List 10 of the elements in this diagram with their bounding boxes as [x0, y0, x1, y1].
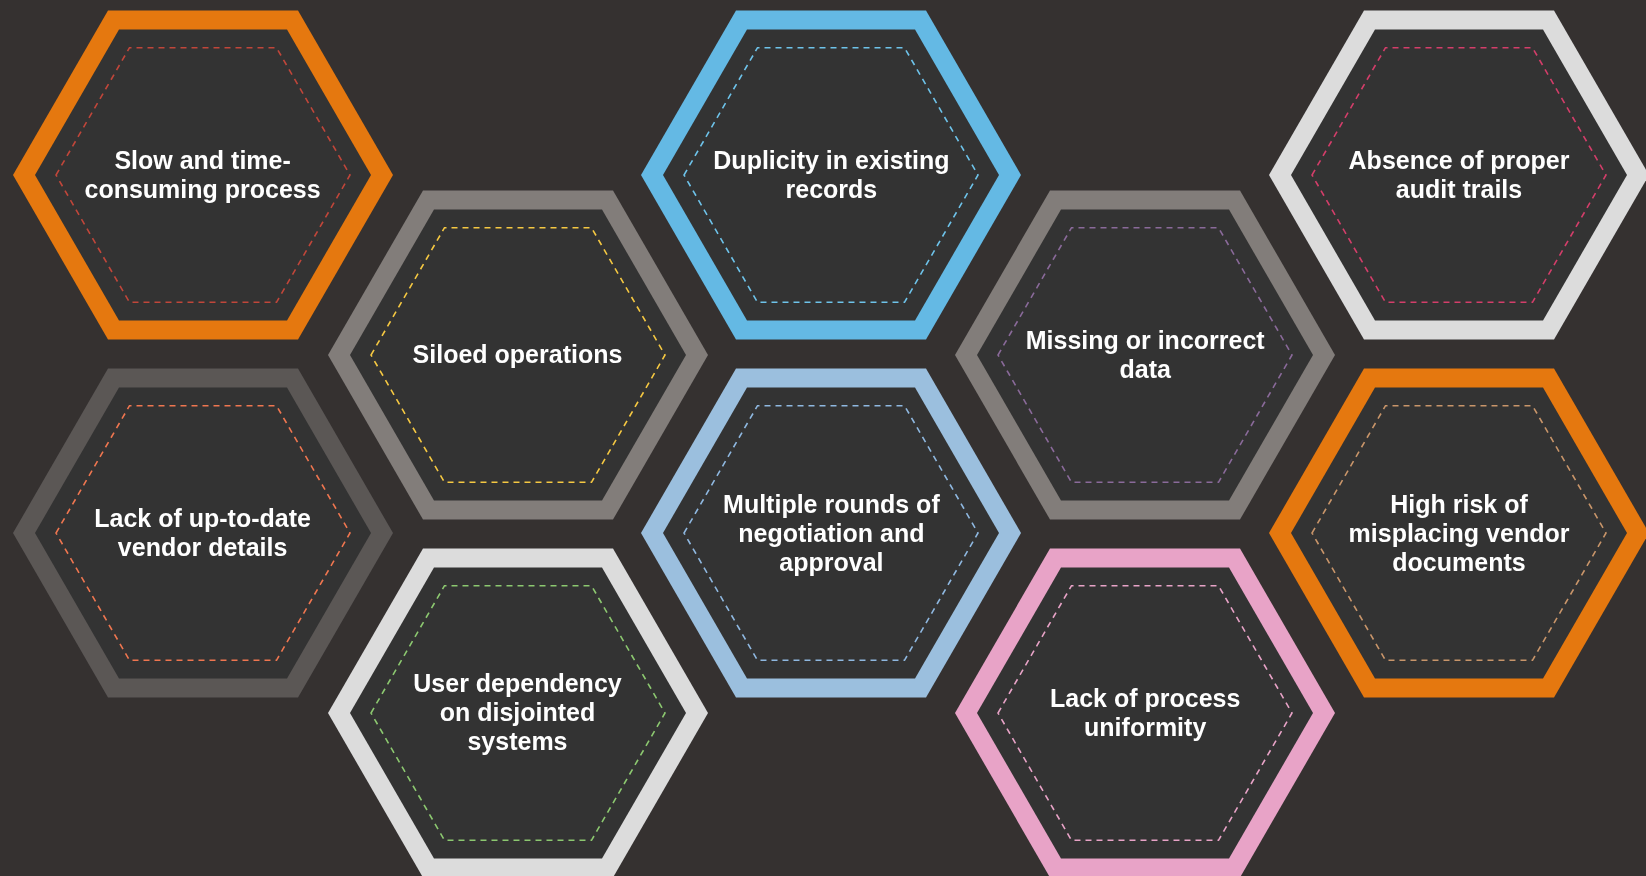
hexagon-label: Multiple rounds of negotiation and approval — [722, 489, 941, 577]
hexagon-label: Duplicity in existing records — [712, 146, 951, 205]
hexagon-label: Missing or incorrect data — [1025, 325, 1266, 384]
hexagon-label: User dependency on disjointed systems — [412, 669, 623, 757]
hexagon-label: Slow and time-consuming process — [83, 146, 322, 205]
hexagon-label: Absence of proper audit trails — [1347, 146, 1571, 205]
hexagon-label: High risk of misplacing vendor documents — [1347, 489, 1571, 577]
hexagon-label: Siloed operations — [412, 340, 623, 370]
hexagon-label: Lack of up-to-date vendor details — [93, 504, 312, 563]
hexagon-label: Lack of process uniformity — [1049, 683, 1242, 742]
